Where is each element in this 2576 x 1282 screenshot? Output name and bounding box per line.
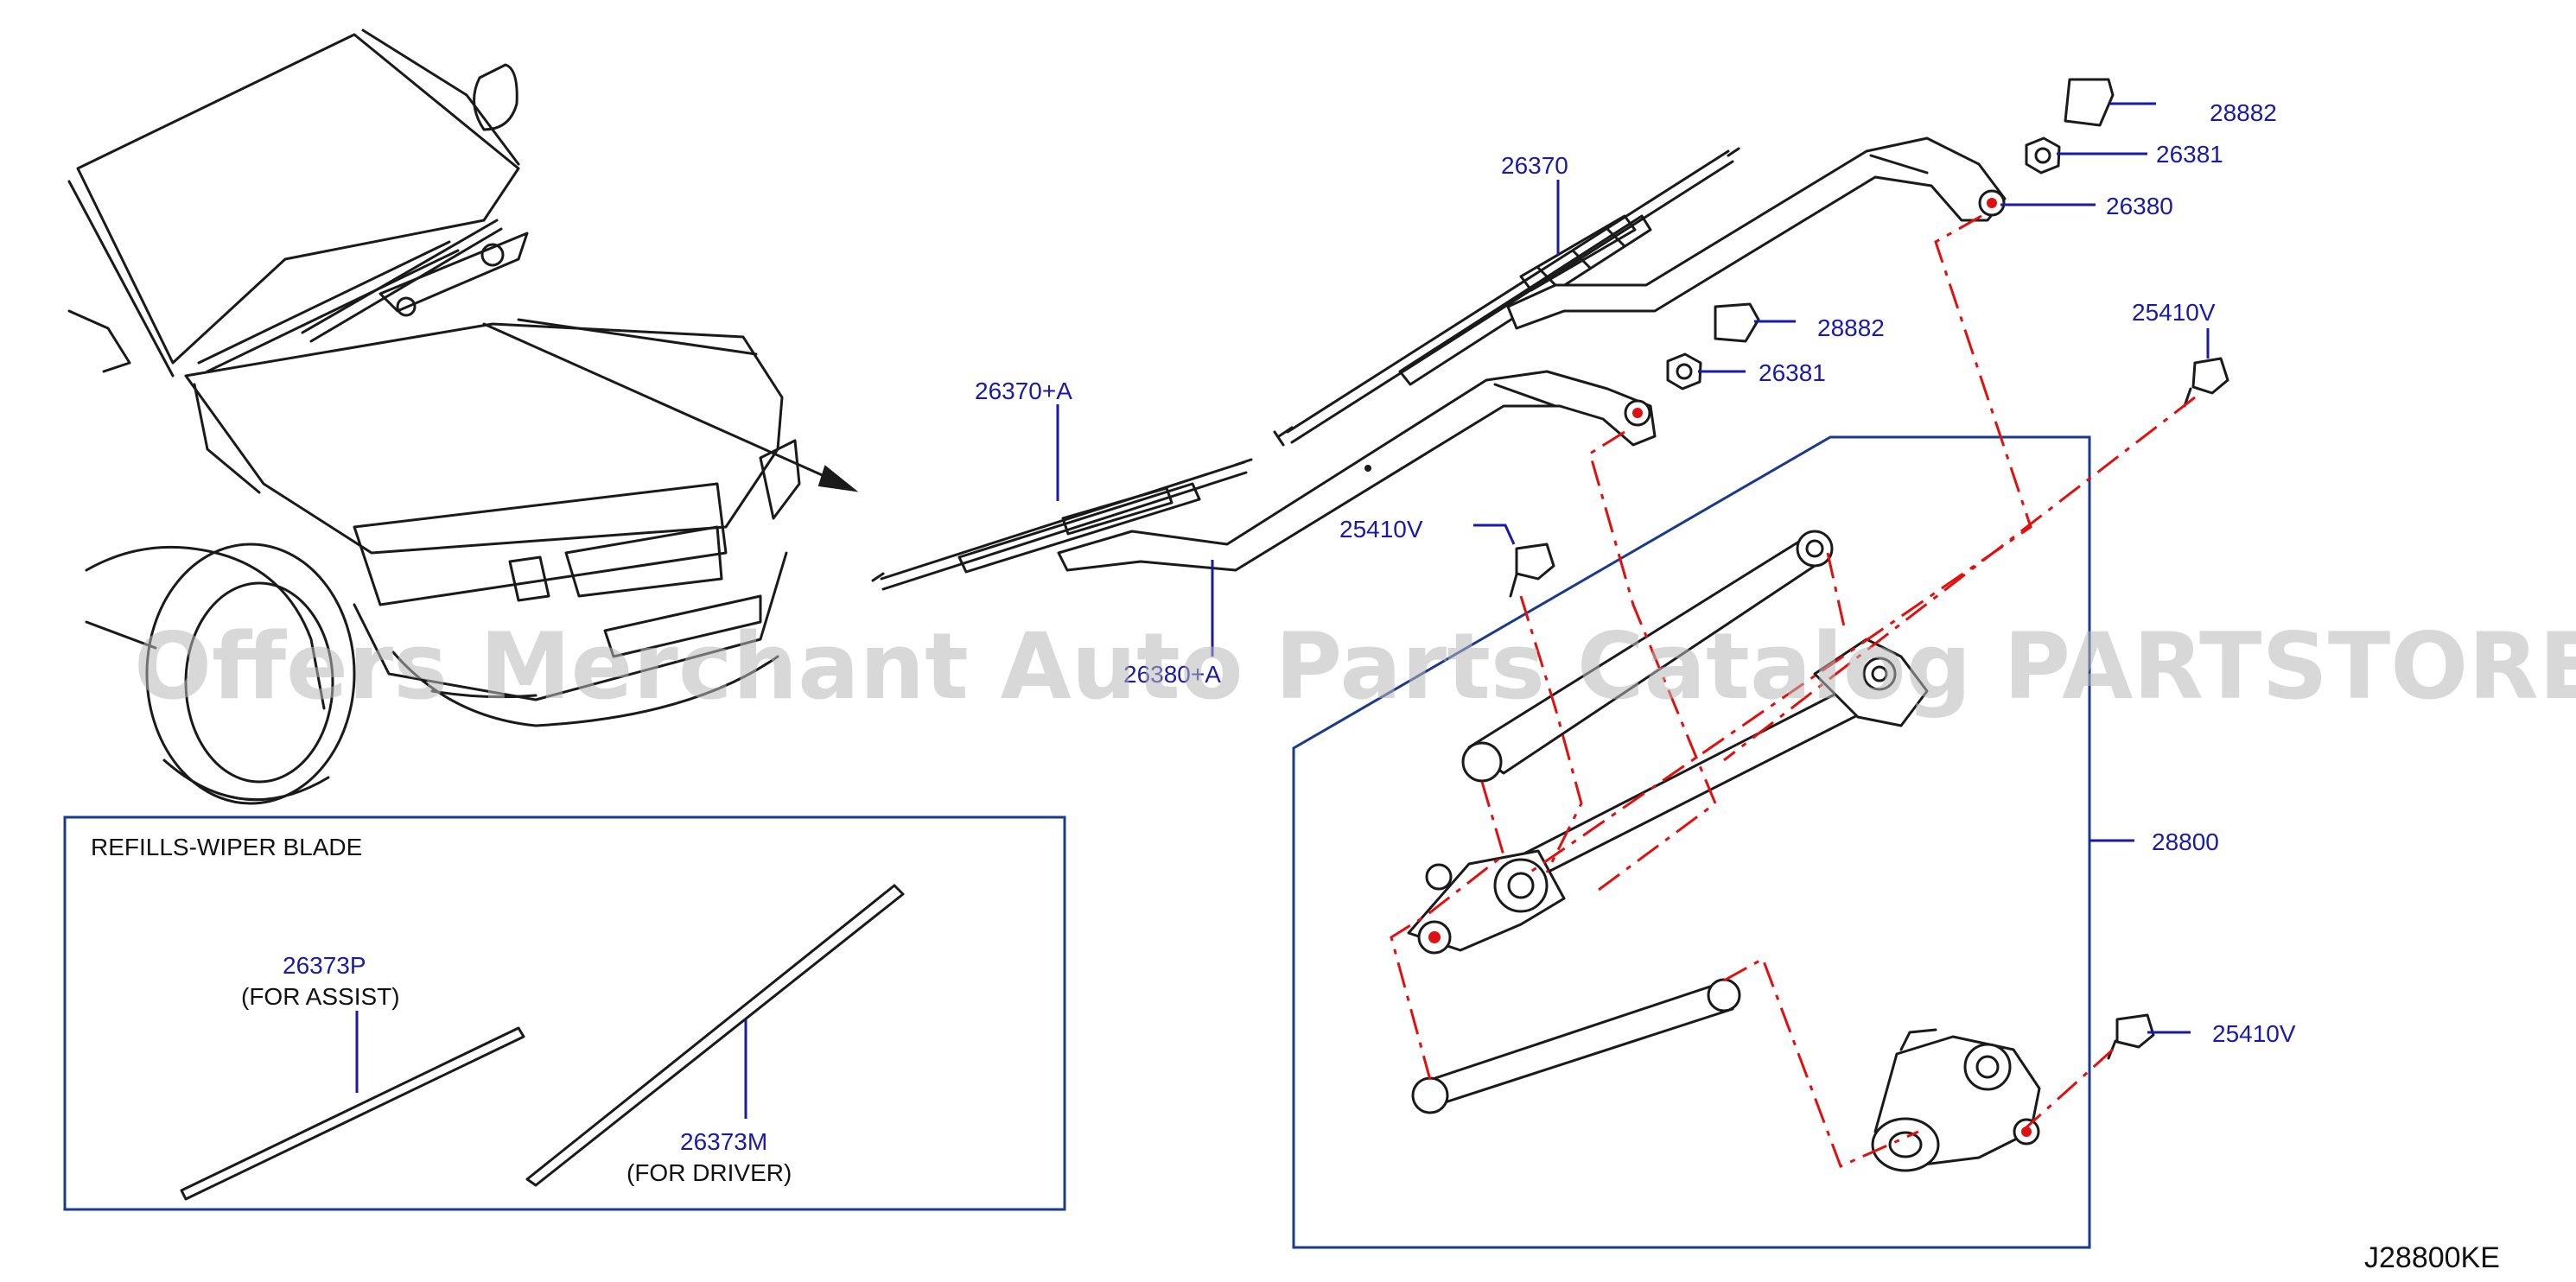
nut-lower — [1666, 352, 1702, 390]
bolt-lower — [2107, 1013, 2155, 1060]
wiper-arm-rh — [1506, 136, 2007, 330]
wiper-blade-lh — [871, 458, 1253, 591]
label-refill-assist: 26373P — [283, 952, 366, 979]
diagram-code: J28800KE — [2364, 1241, 2500, 1274]
label-assembly: 28800 — [2152, 828, 2219, 855]
label-bolt-mid: 25410V — [1339, 516, 1423, 543]
label-arm-lh: 26380+A — [1123, 661, 1221, 688]
nut-upper — [2025, 136, 2061, 175]
alignment-centerlines — [1390, 214, 2196, 1169]
label-bolt-upper: 25410V — [2132, 299, 2216, 326]
label-nut-upper: 26381 — [2156, 141, 2223, 168]
label-blade-lh: 26370+A — [975, 378, 1072, 404]
inset-title: REFILLS-WIPER BLADE — [91, 834, 362, 860]
leader-lines — [355, 102, 2210, 1119]
label-refill-driver-note: (FOR DRIVER) — [627, 1159, 792, 1186]
label-bolt-lower: 25410V — [2212, 1020, 2296, 1047]
car-illustration — [67, 29, 859, 805]
label-nut-lower: 26381 — [1759, 359, 1826, 386]
watermark: Offers Merchant Auto Parts Catalog PARTS… — [134, 613, 2576, 720]
label-blade-rh: 26370 — [1501, 152, 1568, 179]
label-refill-driver: 26373M — [680, 1128, 767, 1155]
label-cap-lower: 28882 — [1817, 314, 1885, 341]
label-arm-rh: 26380 — [2106, 193, 2173, 219]
pivot-cap-lower — [1714, 302, 1760, 343]
label-cap-upper: 28882 — [2210, 99, 2277, 126]
assembly-frame — [1292, 435, 2091, 1249]
bolt-mid — [1509, 543, 1555, 598]
refills-inset — [63, 816, 1066, 1211]
label-refill-assist-note: (FOR ASSIST) — [241, 983, 400, 1010]
pivot-cap-upper — [2064, 78, 2115, 127]
wiper-arm-lh — [1057, 370, 1657, 572]
wiper-blade-rh — [1273, 147, 1740, 447]
